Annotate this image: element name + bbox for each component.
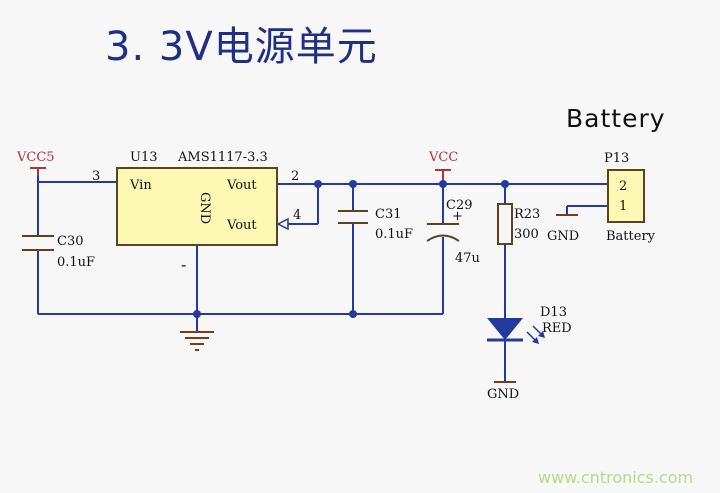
pin4-arrow-icon: [276, 217, 289, 231]
capacitor-c30: [22, 235, 54, 251]
gnd-label-led: GND: [487, 387, 519, 402]
regulator-u13: [116, 167, 278, 246]
pin2-number: 2: [291, 169, 299, 184]
r23-designator: R23: [514, 207, 540, 222]
vcc-power-symbol: [435, 169, 451, 180]
page-title: 3. 3V电源单元: [105, 24, 378, 70]
junctions: [193, 180, 509, 318]
vout1-pin-label: Vout: [226, 178, 257, 193]
ground-symbol-main: [180, 331, 214, 351]
gnd-pin-label: GND: [197, 192, 212, 224]
gnd-minus-mark: -: [181, 255, 186, 274]
vout2-pin-label: Vout: [226, 218, 257, 233]
vcc5-power-symbol: [30, 167, 46, 176]
c29-polarity: +: [452, 209, 463, 224]
capacitor-c31: [338, 210, 368, 224]
c31-designator: C31: [375, 207, 402, 222]
pin3-number: 3: [92, 169, 100, 184]
c29-value: 47u: [455, 251, 480, 266]
vin-pin-label: Vin: [129, 178, 152, 193]
pin4-number: 4: [293, 208, 301, 223]
battery-heading: Battery: [566, 104, 666, 133]
watermark: www.cntronics.com: [538, 468, 694, 487]
c31-value: 0.1uF: [375, 227, 413, 242]
p13-pin2: 2: [619, 179, 627, 194]
d13-value: RED: [542, 321, 572, 336]
p13-pin1: 1: [619, 199, 627, 214]
c30-designator: C30: [57, 234, 84, 249]
r23-value: 300: [514, 227, 539, 242]
gnd-label-p13: GND: [547, 229, 579, 244]
d13-designator: D13: [540, 305, 567, 320]
led-d13: [487, 318, 545, 344]
u13-part-number: AMS1117-3.3: [177, 150, 268, 165]
resistor-r23: [497, 203, 513, 245]
vcc5-label: VCC5: [16, 150, 55, 165]
wires: [37, 175, 608, 382]
u13-designator: U13: [130, 150, 158, 165]
p13-designator: P13: [604, 151, 629, 166]
vcc-label: VCC: [428, 150, 458, 165]
p13-name: Battery: [606, 229, 656, 244]
capacitor-c29: [426, 223, 460, 242]
c29-designator: C29: [446, 198, 473, 213]
c30-value: 0.1uF: [57, 255, 95, 270]
connector-p13: [607, 169, 645, 223]
